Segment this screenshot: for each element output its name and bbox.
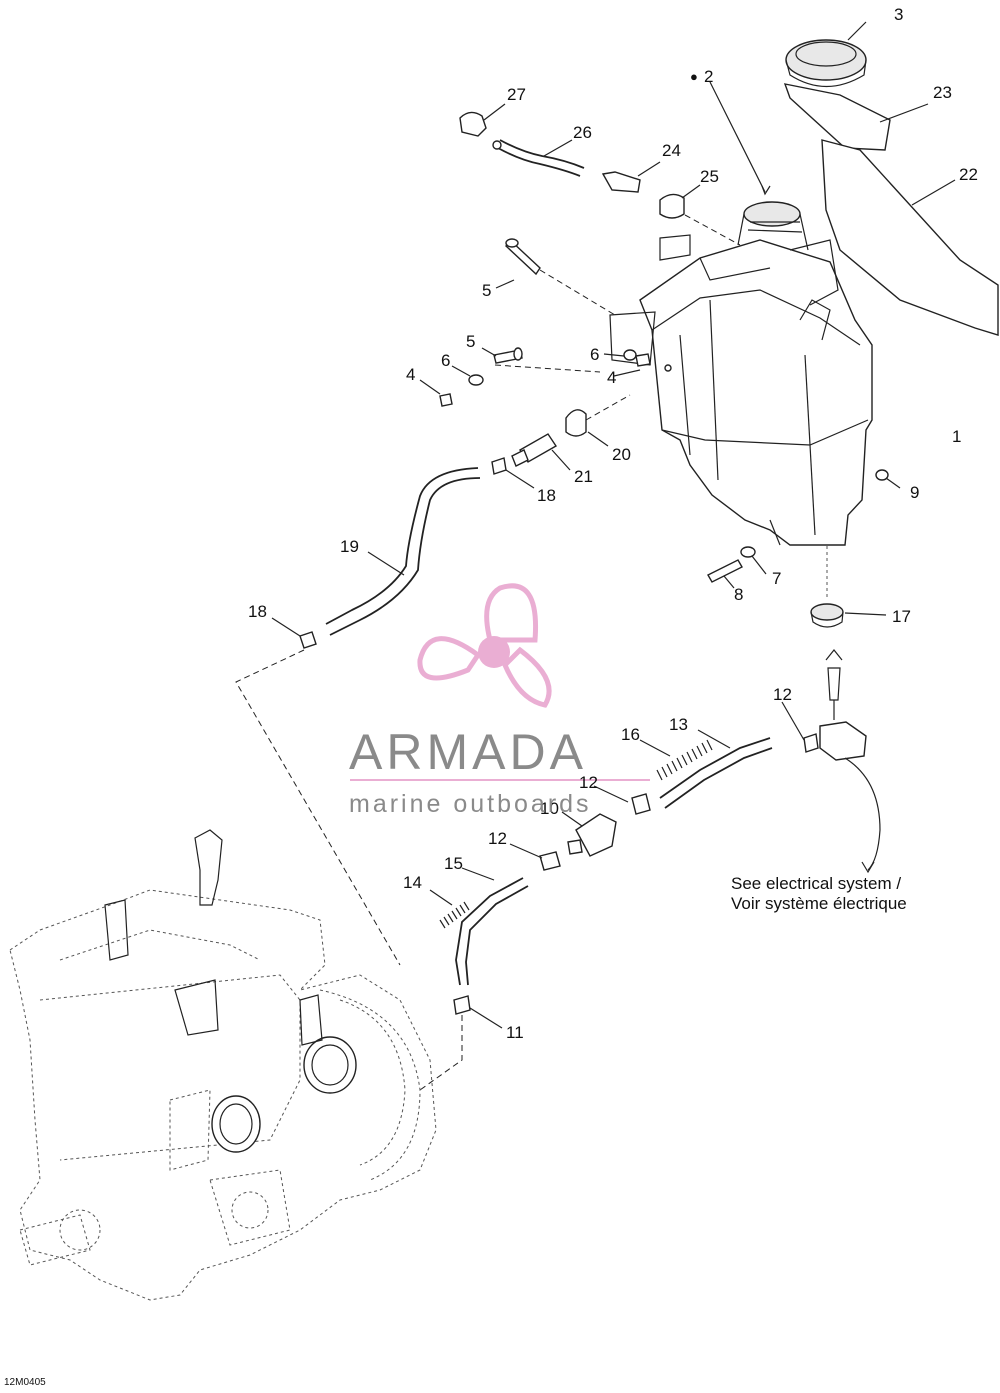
callout-23: 23 (933, 83, 952, 102)
diagram-code: 12M0405 (4, 1377, 46, 1388)
callout-22: 22 (959, 165, 978, 184)
callout-14: 14 (403, 873, 422, 892)
callout-25: 25 (700, 167, 719, 186)
callout-21: 21 (574, 467, 593, 486)
oil-line (419, 649, 881, 1091)
callout-1: 1 (952, 427, 962, 446)
callout-3: 3 (894, 5, 904, 24)
callout-18-upper: 18 (537, 486, 556, 505)
watermark-tagline: marine outboards (349, 790, 592, 818)
callout-4-left: 4 (406, 365, 416, 384)
callout-2: 2 (704, 67, 714, 86)
mounting-hardware (439, 238, 889, 583)
vent-hose (459, 111, 741, 246)
callout-4-right: 4 (607, 368, 617, 387)
electrical-note-line1: See electrical system / (731, 874, 902, 893)
callout-9: 9 (910, 483, 920, 502)
callout-6-right: 6 (590, 345, 600, 364)
oil-tank (609, 201, 873, 546)
drain-grommet (810, 546, 844, 628)
callout-20: 20 (612, 445, 631, 464)
callout-12-top: 12 (773, 685, 792, 704)
callout-13: 13 (669, 715, 688, 734)
callout-16: 16 (621, 725, 640, 744)
callout-15: 15 (444, 854, 463, 873)
callout-10: 10 (540, 799, 559, 818)
callout-5-upper: 5 (482, 281, 492, 300)
callout-12-middle: 12 (579, 773, 598, 792)
callout-27: 27 (507, 85, 526, 104)
callout-6-left: 6 (441, 351, 451, 370)
outlet-fittings (235, 394, 631, 966)
engine (9, 829, 437, 1301)
cap-and-gaskets (783, 39, 999, 336)
leader-lines (271, 21, 956, 1029)
callout-5-lower: 5 (466, 332, 476, 351)
callout-8: 8 (734, 585, 744, 604)
watermark-name: ARMADA (349, 724, 587, 780)
callout-26: 26 (573, 123, 592, 142)
callout-12-lower: 12 (488, 829, 507, 848)
drop-icon: ● (690, 69, 698, 84)
callout-19: 19 (340, 537, 359, 556)
callout-24: 24 (662, 141, 681, 160)
armada-logo-icon (350, 583, 650, 781)
callout-17: 17 (892, 607, 911, 626)
callout-7: 7 (772, 569, 782, 588)
callout-11: 11 (506, 1023, 524, 1042)
electrical-note-line2: Voir système électrique (731, 894, 907, 913)
callout-18-lower: 18 (248, 602, 267, 621)
